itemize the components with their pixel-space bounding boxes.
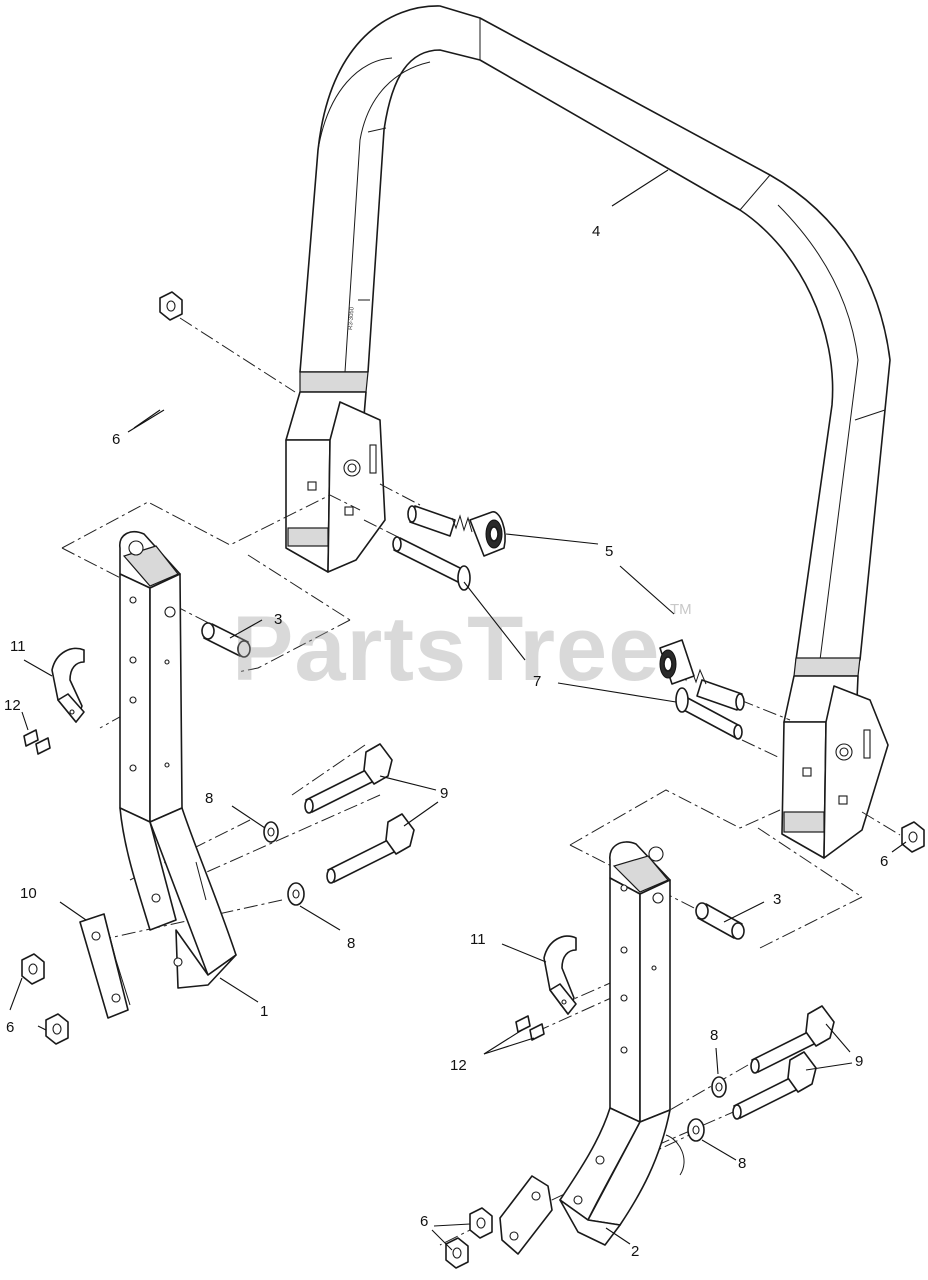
left-clip — [51, 647, 85, 723]
callout-6-bottom: 6 — [420, 1213, 428, 1230]
left-backing-plate — [79, 913, 131, 1019]
callout-10: 10 — [20, 885, 37, 902]
watermark-text: PartsTree — [232, 598, 660, 700]
assembly-lines — [61, 317, 901, 1246]
watermark: PartsTree TM — [232, 598, 692, 700]
callout-6-lower-left: 6 — [6, 1019, 14, 1036]
left-locking-pin — [407, 505, 506, 557]
callout-6-top-left: 6 — [112, 431, 120, 448]
right-backing-plate — [499, 1175, 553, 1255]
flange-nuts — [21, 291, 925, 1269]
callout-labels: 4 6 5 3 7 11 12 8 9 6 10 3 8 11 1 6 8 9 … — [4, 223, 888, 1260]
callout-9-right: 9 — [855, 1053, 863, 1070]
callout-5: 5 — [605, 543, 613, 560]
callout-8-upper-left: 8 — [205, 790, 213, 807]
screws — [23, 729, 545, 1041]
left-upright-post — [119, 531, 237, 989]
part-stamp: R3-3050 — [348, 306, 356, 330]
callout-8-upper-right: 8 — [710, 1027, 718, 1044]
lower-right-bolt — [732, 1051, 817, 1120]
callout-4: 4 — [592, 223, 600, 240]
upper-left-bolt — [304, 743, 393, 814]
hoop-right-bracket — [781, 675, 889, 859]
left-spacer — [201, 622, 251, 658]
callout-8-lower-right: 8 — [738, 1155, 746, 1172]
right-headed-pin — [675, 687, 743, 740]
callout-11-left: 11 — [10, 638, 26, 655]
right-locking-pin — [659, 639, 745, 711]
callout-1: 1 — [260, 1003, 268, 1020]
roll-bar-hoop: R3-3050 — [299, 5, 891, 677]
callout-9-left: 9 — [440, 785, 448, 802]
right-upright-post — [559, 841, 685, 1246]
upper-right-bolt — [750, 1005, 835, 1074]
callout-11-right: 11 — [470, 931, 486, 948]
washers — [263, 821, 727, 1142]
leader-lines — [9, 169, 907, 1251]
callout-8-lower-left: 8 — [347, 935, 355, 952]
callout-6-right: 6 — [880, 853, 888, 870]
left-headed-pin — [392, 536, 471, 591]
callout-2: 2 — [631, 1243, 639, 1260]
callout-12-right: 12 — [450, 1057, 467, 1074]
hoop-left-bracket — [285, 391, 386, 573]
right-clip — [543, 935, 577, 1015]
callout-7: 7 — [533, 673, 541, 690]
lower-left-bolt — [326, 813, 415, 884]
callout-3-right: 3 — [773, 891, 781, 908]
callout-3-left: 3 — [274, 611, 282, 628]
watermark-trademark: TM — [670, 601, 692, 618]
callout-12-left: 12 — [4, 697, 21, 714]
right-spacer — [695, 902, 745, 940]
